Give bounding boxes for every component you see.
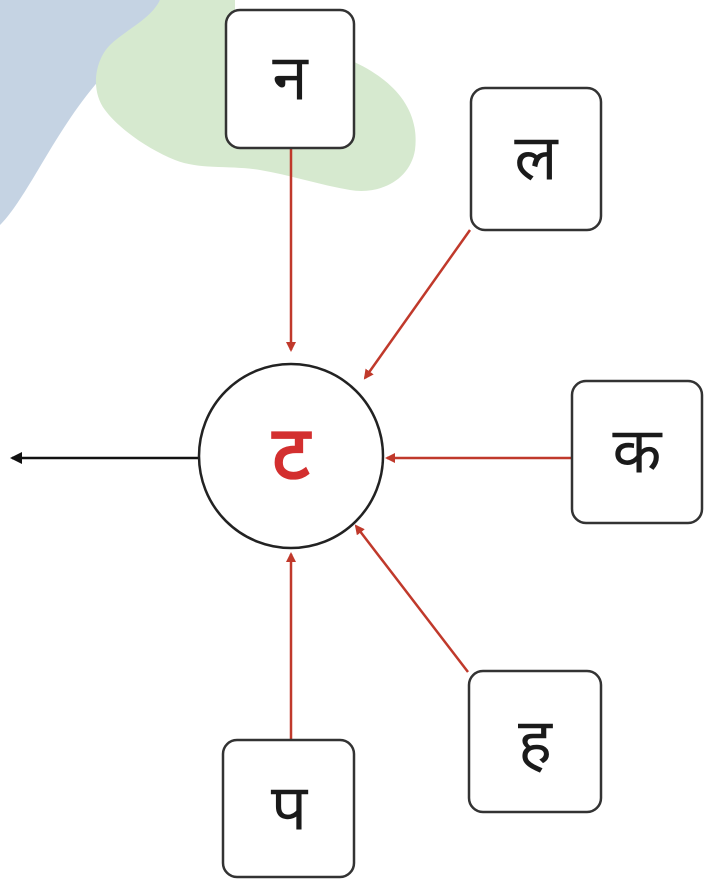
- box-pa: प: [221, 738, 356, 879]
- box-la-frame: [469, 86, 603, 232]
- box-na-letter: न: [272, 42, 309, 116]
- center-node: ट: [197, 362, 385, 550]
- box-ha-letter: ह: [518, 706, 553, 780]
- box-ha: ह: [467, 669, 603, 814]
- box-pa-letter: प: [271, 772, 309, 846]
- box-pa-frame: [221, 738, 356, 879]
- arrow-from-la: [363, 229, 472, 380]
- box-la-letter: ल: [514, 122, 559, 196]
- box-na-frame: [224, 8, 356, 150]
- box-ka-letter: क: [612, 415, 663, 489]
- box-na: न: [224, 8, 356, 150]
- arrows-incoming: [286, 148, 572, 740]
- box-ha-frame: [467, 669, 603, 814]
- box-ka-frame: [570, 379, 704, 525]
- arrow-from-ha: [354, 524, 469, 673]
- center-circle: [197, 362, 385, 550]
- box-ka: क: [570, 379, 704, 525]
- center-letter: ट: [270, 411, 312, 497]
- box-la: ल: [469, 86, 603, 232]
